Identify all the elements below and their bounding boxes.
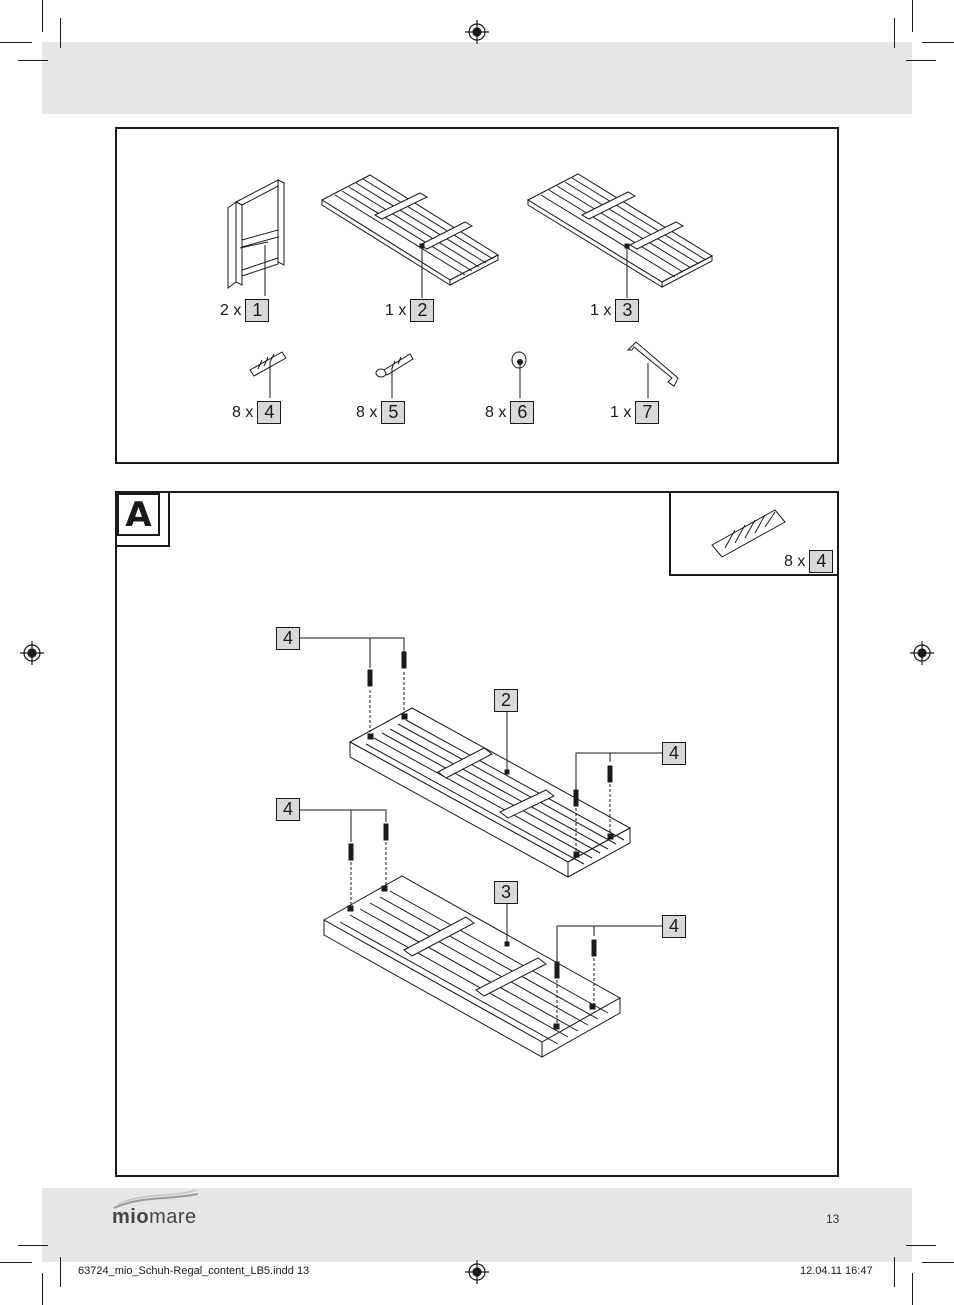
part-number-box: 3 [615,299,640,322]
footer-band [42,1188,912,1262]
dowel-callout-box [669,491,839,576]
screw-drawing [375,353,414,398]
shelf-label-2: 2 [494,689,518,712]
allen-key-drawing [626,341,679,398]
shelf-3-drawing [526,173,714,298]
upper-shelf-drawing [348,707,632,878]
part-number-box: 1 [245,299,270,322]
header-band [42,42,912,114]
part-number-box: 6 [510,401,535,424]
qty-text: 1 x [610,403,632,421]
lower-shelf-drawing [322,875,622,1058]
brand-bold: mio [112,1206,150,1228]
cap-drawing [511,351,527,398]
slug-file-info: 63724_mio_Schuh-Regal_content_LB5.indd 1… [78,1265,310,1277]
page-number: 13 [826,1212,840,1226]
slug-date-info: 12.04.11 16:47 [800,1265,873,1277]
dowel-label-top-left: 4 [276,627,300,650]
qty-text: 8 x [784,552,806,570]
dowel-label-right-lower: 4 [662,915,686,938]
part-number-box: 7 [635,401,660,424]
part-number-box: 4 [809,550,834,573]
shelf-2-drawing [320,174,500,298]
qty-text: 2 x [220,301,242,319]
parts-list-panel [115,127,839,464]
part-number-box: 2 [410,299,435,322]
step-a-panel [115,491,839,1177]
dowel-drawing [249,351,287,398]
qty-text: 1 x [385,301,407,319]
side-frame-drawing [227,179,286,296]
qty-text: 8 x [356,403,378,421]
part-number-box: 5 [381,401,406,424]
step-letter-frame [115,491,170,547]
step-letter: A [117,493,160,536]
callout-dowel-drawing [711,509,786,558]
brand-rest: mare [149,1206,197,1228]
part-number-box: 4 [257,401,282,424]
qty-text: 8 x [485,403,507,421]
dowel-label-right-upper: 4 [662,742,686,765]
qty-text: 8 x [232,403,254,421]
brand-logo: miomare [112,1206,197,1229]
shelf-label-3: 3 [494,881,518,904]
dowel-label-left-lower: 4 [276,798,300,821]
qty-text: 1 x [590,301,612,319]
